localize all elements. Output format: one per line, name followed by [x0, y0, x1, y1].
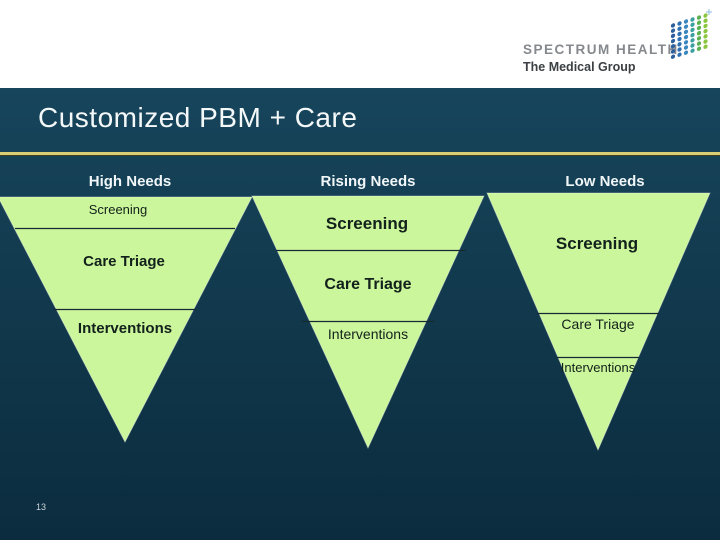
- low-needs-stage-interventions: Interventions: [560, 360, 636, 375]
- high-needs-stage-screening: Screening: [88, 202, 148, 217]
- header-band: SPECTRUM HEALTH The Medical Group: [0, 0, 720, 88]
- title-divider-rule: [0, 152, 720, 156]
- page-title: Customized PBM + Care: [38, 102, 358, 133]
- spectrum-health-logo: SPECTRUM HEALTH The Medical Group: [523, 42, 679, 74]
- funnel-header-rising-needs: Rising Needs: [320, 173, 416, 190]
- rising-needs-stage-screening: Screening: [325, 214, 409, 233]
- sparkle-icon: [706, 9, 712, 15]
- funnel-diagram: [0, 192, 711, 452]
- funnel-low-needs-triangle: [486, 192, 711, 452]
- funnel-header-low-needs: Low Needs: [565, 173, 645, 190]
- high-needs-stage-care-triage: Care Triage: [83, 253, 165, 270]
- logo-tagline-text: The Medical Group: [523, 60, 636, 74]
- low-needs-stage-screening: Screening: [555, 234, 639, 253]
- funnel-high-needs-triangle: [0, 196, 253, 444]
- high-needs-stage-interventions: Interventions: [77, 320, 173, 337]
- funnel-header-high-needs: High Needs: [88, 173, 172, 190]
- low-needs-stage-care-triage: Care Triage: [561, 316, 635, 332]
- page-number: 13: [36, 502, 47, 512]
- rising-needs-stage-care-triage: Care Triage: [324, 276, 412, 293]
- rising-needs-stage-interventions: Interventions: [327, 326, 409, 342]
- logo-brand-text: SPECTRUM HEALTH: [523, 42, 679, 57]
- dotted-flag-icon: [670, 9, 712, 60]
